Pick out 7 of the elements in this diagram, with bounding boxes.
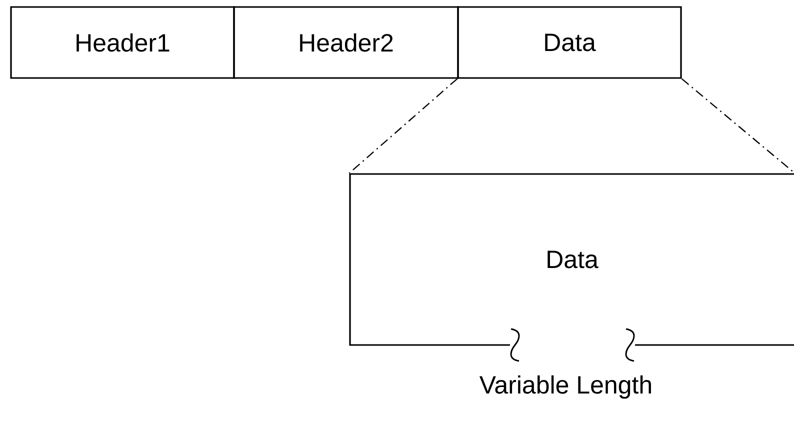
field-box: Data — [457, 6, 682, 79]
field-box: Header1 — [10, 6, 235, 79]
dimension-label: Variable Length — [479, 375, 651, 399]
field-box: Header2 — [233, 6, 459, 79]
zoom-line — [681, 78, 794, 174]
data-box: Data — [349, 173, 794, 346]
zoom-line — [348, 78, 458, 174]
